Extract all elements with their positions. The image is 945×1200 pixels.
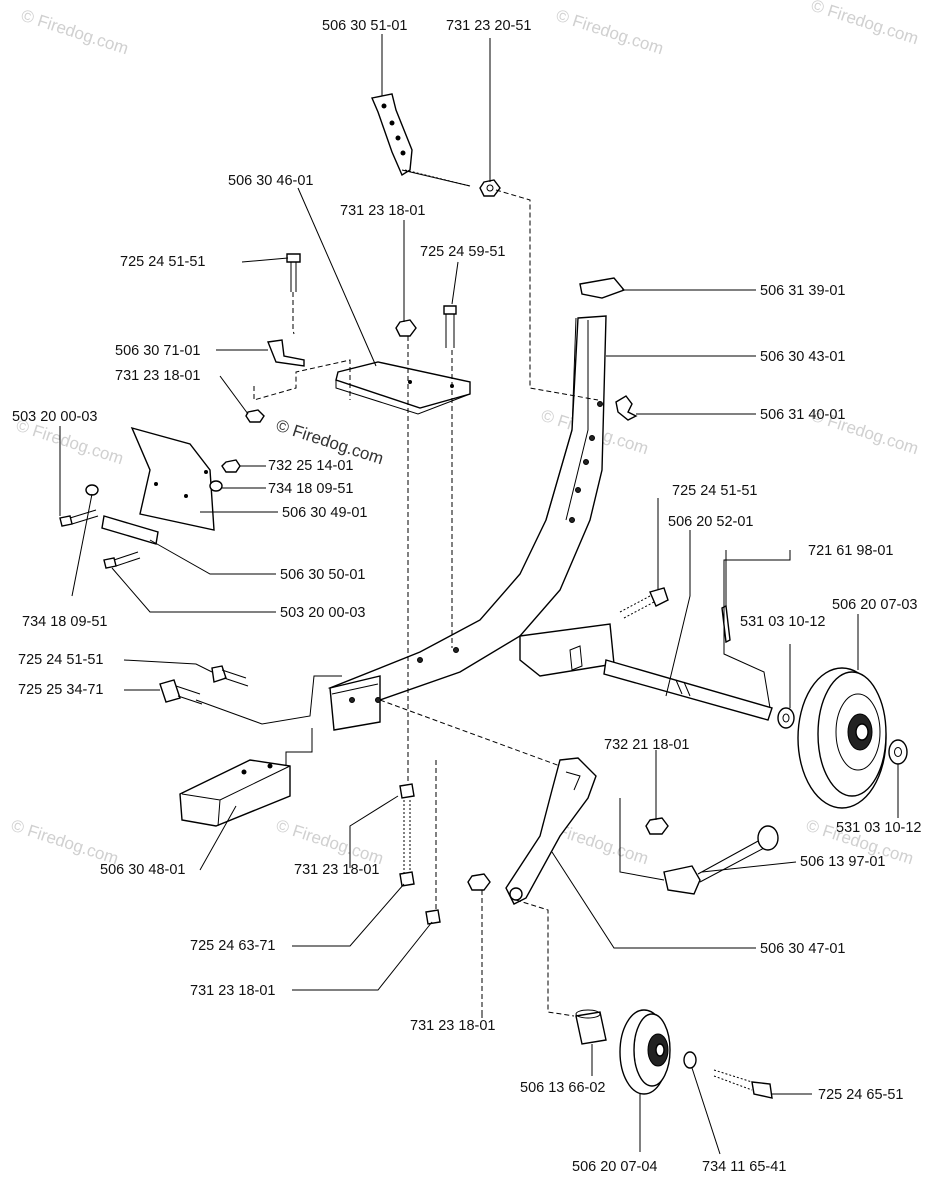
- part-label: 725 24 59-51: [420, 244, 505, 260]
- part-label: 725 24 51-51: [18, 652, 103, 668]
- part-label: 531 03 10-12: [740, 614, 825, 630]
- part-label: 506 30 48-01: [100, 862, 185, 878]
- part-label: 721 61 98-01: [808, 543, 893, 559]
- left-bolts: [159, 665, 249, 705]
- part-label: 506 30 47-01: [760, 941, 845, 957]
- part-label: 731 23 18-01: [340, 203, 425, 219]
- part-label: 734 11 65-41: [702, 1159, 786, 1175]
- part-label: 506 30 71-01: [115, 343, 200, 359]
- long-rod: [399, 336, 453, 925]
- part-label: 506 30 50-01: [280, 567, 365, 583]
- part-label: 731 23 18-01: [410, 1018, 495, 1034]
- part-label: 725 24 51-51: [120, 254, 205, 270]
- part-label: 725 24 63-71: [190, 938, 275, 954]
- part-label: 506 30 43-01: [760, 349, 845, 365]
- part-label: 506 20 07-04: [572, 1159, 657, 1175]
- top-bracket: [371, 93, 501, 197]
- watermark: © Firedog.com: [9, 816, 121, 869]
- part-label: 732 25 14-01: [268, 458, 353, 474]
- handle-tube: [327, 277, 638, 731]
- watermark: © Firedog.com: [274, 816, 386, 869]
- part-label: 731 23 18-01: [294, 862, 379, 878]
- part-label: 506 31 40-01: [760, 407, 845, 423]
- part-label: 732 21 18-01: [604, 737, 689, 753]
- part-label: 506 30 51-01: [322, 18, 407, 34]
- swing-arm: [379, 699, 779, 1017]
- part-labels: 506 30 51-01 731 23 20-51 506 30 46-01 7…: [12, 18, 921, 1175]
- deflector-plate: [59, 426, 241, 569]
- mount-plate: [245, 253, 471, 423]
- part-label: 531 03 10-12: [836, 820, 921, 836]
- axle-assembly: [519, 587, 795, 729]
- watermark: © Firedog.com: [809, 0, 921, 48]
- watermark: © Firedog.com: [554, 6, 666, 59]
- part-label: 506 13 97-01: [800, 854, 885, 870]
- part-label: 503 20 00-03: [280, 605, 365, 621]
- part-label: 731 23 18-01: [190, 983, 275, 999]
- part-label: 503 20 00-03: [12, 409, 97, 425]
- large-wheel: [797, 667, 908, 809]
- part-label: 506 20 52-01: [668, 514, 753, 530]
- leader-lines: [59, 34, 899, 1155]
- part-label: 506 30 49-01: [282, 505, 367, 521]
- watermark: © Firedog.com: [19, 6, 131, 59]
- part-label: 725 25 34-71: [18, 682, 103, 698]
- part-label: 725 24 51-51: [672, 483, 757, 499]
- part-label: 506 30 46-01: [228, 173, 313, 189]
- part-label: 734 18 09-51: [268, 481, 353, 497]
- part-label: 506 31 39-01: [760, 283, 845, 299]
- part-label: 734 18 09-51: [22, 614, 107, 630]
- small-wheel: [575, 1009, 773, 1099]
- foot-block: [179, 759, 291, 827]
- part-label: 506 20 07-03: [832, 597, 917, 613]
- part-label: 725 24 65-51: [818, 1087, 903, 1103]
- part-label: 731 23 18-01: [115, 368, 200, 384]
- part-label: 731 23 20-51: [446, 18, 531, 34]
- part-label: 506 13 66-02: [520, 1080, 605, 1096]
